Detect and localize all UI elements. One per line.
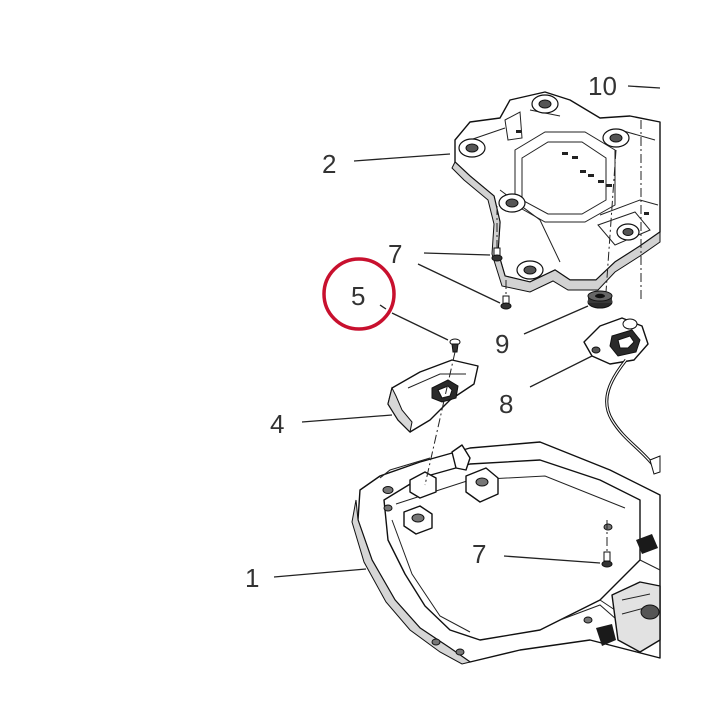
assembly-axis-lines: [424, 120, 642, 552]
sensor-part-8: [583, 317, 661, 475]
callout-8: 8: [499, 389, 513, 419]
callout-10: 10: [588, 71, 617, 101]
callout-7-top: 7: [388, 239, 402, 269]
highlight-ring: [322, 257, 396, 331]
callout-1: 1: [245, 563, 259, 593]
screw-7-lower: [601, 551, 613, 568]
screw-7-upper-a: [491, 247, 503, 262]
mounting-plate-part-2: [451, 91, 661, 293]
screw-7-upper-b: [500, 295, 512, 310]
callout-4: 4: [270, 409, 284, 439]
callout-2: 2: [322, 149, 336, 179]
grommet-part-9: [587, 290, 613, 309]
callout-9: 9: [495, 329, 509, 359]
lower-frame-part-1: [351, 441, 661, 665]
leader-lines: [273, 85, 661, 578]
callout-5: 5: [351, 281, 365, 311]
screw-5: [449, 338, 461, 353]
latch-cover-part-4: [387, 359, 479, 434]
callout-7-bottom: 7: [472, 539, 486, 569]
